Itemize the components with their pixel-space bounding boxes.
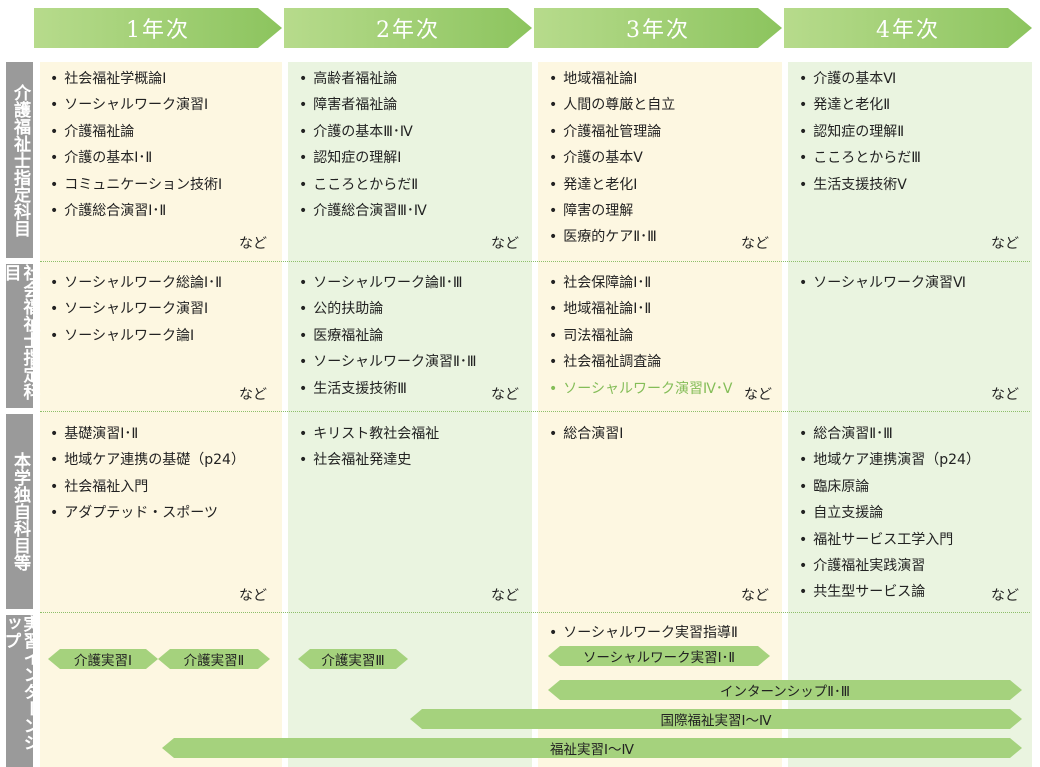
list-item: 発達と老化Ⅰ	[549, 172, 675, 198]
row-separator	[40, 411, 1030, 412]
practicum-bar-kaigo-3: 介護実習Ⅲ	[298, 649, 408, 669]
list-item: 総合演習Ⅱ･Ⅲ	[799, 421, 980, 447]
list-item: キリスト教社会福祉	[299, 421, 439, 447]
list-item: 介護福祉実践演習	[799, 553, 980, 579]
more-label: など	[239, 387, 267, 403]
more-label: など	[491, 387, 519, 403]
list-item: 社会福祉発達史	[299, 447, 439, 473]
list-item: 介護の基本Ⅰ･Ⅱ	[50, 145, 222, 171]
course-list: 社会保障論Ⅰ･Ⅱ 地域福祉論Ⅰ･Ⅱ 司法福祉論 社会福祉調査論 ソーシャルワーク…	[549, 270, 732, 402]
list-item: ソーシャルワーク演習Ⅵ	[799, 270, 966, 296]
more-label: など	[744, 387, 772, 403]
row-separator	[40, 612, 1030, 613]
year-header-2: 2年次	[284, 8, 532, 48]
list-item: 地域福祉論Ⅰ	[549, 66, 675, 92]
more-label: など	[491, 588, 519, 604]
list-item: 介護福祉論	[50, 119, 222, 145]
list-item: ソーシャルワーク論Ⅰ	[50, 323, 222, 349]
more-label: など	[491, 236, 519, 252]
more-label: など	[741, 588, 769, 604]
list-item: 社会福祉学概論Ⅰ	[50, 66, 222, 92]
list-item: アダプテッド・スポーツ	[50, 500, 245, 526]
list-item: 人間の尊厳と自立	[549, 92, 675, 118]
list-item: 認知症の理解Ⅰ	[299, 145, 427, 171]
practicum-bar-kaigo-2: 介護実習Ⅱ	[158, 649, 270, 669]
list-item: 介護総合演習Ⅲ･Ⅳ	[299, 198, 427, 224]
course-list: 地域福祉論Ⅰ 人間の尊厳と自立 介護福祉管理論 介護の基本Ⅴ 発達と老化Ⅰ 障害…	[549, 66, 675, 251]
more-label: など	[239, 236, 267, 252]
year-header-1: 1年次	[34, 8, 282, 48]
list-item: ソーシャルワーク演習Ⅰ	[50, 296, 222, 322]
list-item: 社会福祉調査論	[549, 349, 732, 375]
more-label: など	[991, 387, 1019, 403]
year-header-4: 4年次	[784, 8, 1032, 48]
practicum-bar-welfare: 福祉実習Ⅰ～Ⅳ	[162, 738, 1022, 758]
list-item: 公的扶助論	[299, 296, 477, 322]
course-list: 基礎演習Ⅰ･Ⅱ 地域ケア連携の基礎（p24） 社会福祉入門 アダプテッド・スポー…	[50, 421, 245, 527]
list-item: 発達と老化Ⅱ	[799, 92, 921, 118]
list-item: 臨床原論	[799, 474, 980, 500]
list-item: 障害者福祉論	[299, 92, 427, 118]
list-item: 基礎演習Ⅰ･Ⅱ	[50, 421, 245, 447]
more-label: など	[991, 236, 1019, 252]
course-list: 介護の基本Ⅵ 発達と老化Ⅱ 認知症の理解Ⅱ こころとからだⅢ 生活支援技術Ⅴ	[799, 66, 921, 198]
list-item: 高齢者福祉論	[299, 66, 427, 92]
list-item: 共生型サービス論	[799, 579, 980, 605]
row-label-intern: 実習インターンシップ	[1, 615, 40, 767]
list-item: 地域ケア連携の基礎（p24）	[50, 447, 245, 473]
list-item: ソーシャルワーク総論Ⅰ･Ⅱ	[50, 270, 222, 296]
row-label-kaigo: 介護福祉士指定科目	[6, 62, 33, 258]
course-list: 総合演習Ⅰ	[549, 421, 623, 447]
list-item: ソーシャルワーク演習Ⅰ	[50, 92, 222, 118]
practicum-bar-international: 国際福祉実習Ⅰ～Ⅳ	[410, 709, 1022, 729]
course-list: ソーシャルワーク論Ⅱ･Ⅲ 公的扶助論 医療福祉論 ソーシャルワーク演習Ⅱ･Ⅲ 生…	[299, 270, 477, 402]
row-label-shakai: 社会福祉士指定科目	[1, 264, 40, 408]
list-item: 医療的ケアⅡ･Ⅲ	[549, 224, 675, 250]
course-list: キリスト教社会福祉 社会福祉発達史	[299, 421, 439, 474]
list-item: こころとからだⅢ	[799, 145, 921, 171]
list-item: 総合演習Ⅰ	[549, 421, 623, 447]
practicum-bar-socialwork: ソーシャルワーク実習Ⅰ･Ⅱ	[548, 646, 770, 666]
list-item: 福祉サービス工学入門	[799, 527, 980, 553]
row-separator	[40, 261, 1030, 262]
course-list: ソーシャルワーク総論Ⅰ･Ⅱ ソーシャルワーク演習Ⅰ ソーシャルワーク論Ⅰ	[50, 270, 222, 349]
list-item: 障害の理解	[549, 198, 675, 224]
list-item: 介護福祉管理論	[549, 119, 675, 145]
list-item: 社会保障論Ⅰ･Ⅱ	[549, 270, 732, 296]
list-item-highlighted: ソーシャルワーク演習Ⅳ･Ⅴ	[549, 376, 732, 402]
course-list: 高齢者福祉論 障害者福祉論 介護の基本Ⅲ･Ⅳ 認知症の理解Ⅰ こころとからだⅡ …	[299, 66, 427, 224]
row-label-dokuji: 本学独自科目等	[6, 414, 33, 609]
list-item: 介護総合演習Ⅰ･Ⅱ	[50, 198, 222, 224]
list-item: ソーシャルワーク論Ⅱ･Ⅲ	[299, 270, 477, 296]
list-item: ソーシャルワーク演習Ⅱ･Ⅲ	[299, 349, 476, 375]
list-item: コミュニケーション技術Ⅰ	[50, 172, 222, 198]
list-item: 認知症の理解Ⅱ	[799, 119, 921, 145]
course-list: ソーシャルワーク演習Ⅵ	[799, 270, 966, 296]
more-label: など	[741, 236, 769, 252]
list-item: 社会福祉入門	[50, 474, 245, 500]
intern-bullet: ソーシャルワーク実習指導Ⅱ	[549, 622, 738, 642]
course-list: 総合演習Ⅱ･Ⅲ 地域ケア連携演習（p24） 臨床原論 自立支援論 福祉サービス工…	[799, 421, 980, 606]
list-item: 生活支援技術Ⅴ	[799, 172, 921, 198]
list-item: 介護の基本Ⅲ･Ⅳ	[299, 119, 427, 145]
list-item: 地域ケア連携演習（p24）	[799, 447, 980, 473]
list-item: 介護の基本Ⅵ	[799, 66, 921, 92]
course-list: 社会福祉学概論Ⅰ ソーシャルワーク演習Ⅰ 介護福祉論 介護の基本Ⅰ･Ⅱ コミュニ…	[50, 66, 222, 224]
list-item: 司法福祉論	[549, 323, 732, 349]
list-item: 自立支援論	[799, 500, 980, 526]
list-item: 医療福祉論	[299, 323, 477, 349]
more-label: など	[991, 588, 1019, 604]
list-item: 介護の基本Ⅴ	[549, 145, 675, 171]
practicum-bar-internship: インターンシップⅡ･Ⅲ	[548, 680, 1022, 700]
list-item: こころとからだⅡ	[299, 172, 427, 198]
year-header-3: 3年次	[534, 8, 782, 48]
more-label: など	[239, 588, 267, 604]
list-item: 地域福祉論Ⅰ･Ⅱ	[549, 296, 732, 322]
list-item: 生活支援技術Ⅲ	[299, 376, 477, 402]
practicum-bar-kaigo-1: 介護実習Ⅰ	[48, 649, 158, 669]
